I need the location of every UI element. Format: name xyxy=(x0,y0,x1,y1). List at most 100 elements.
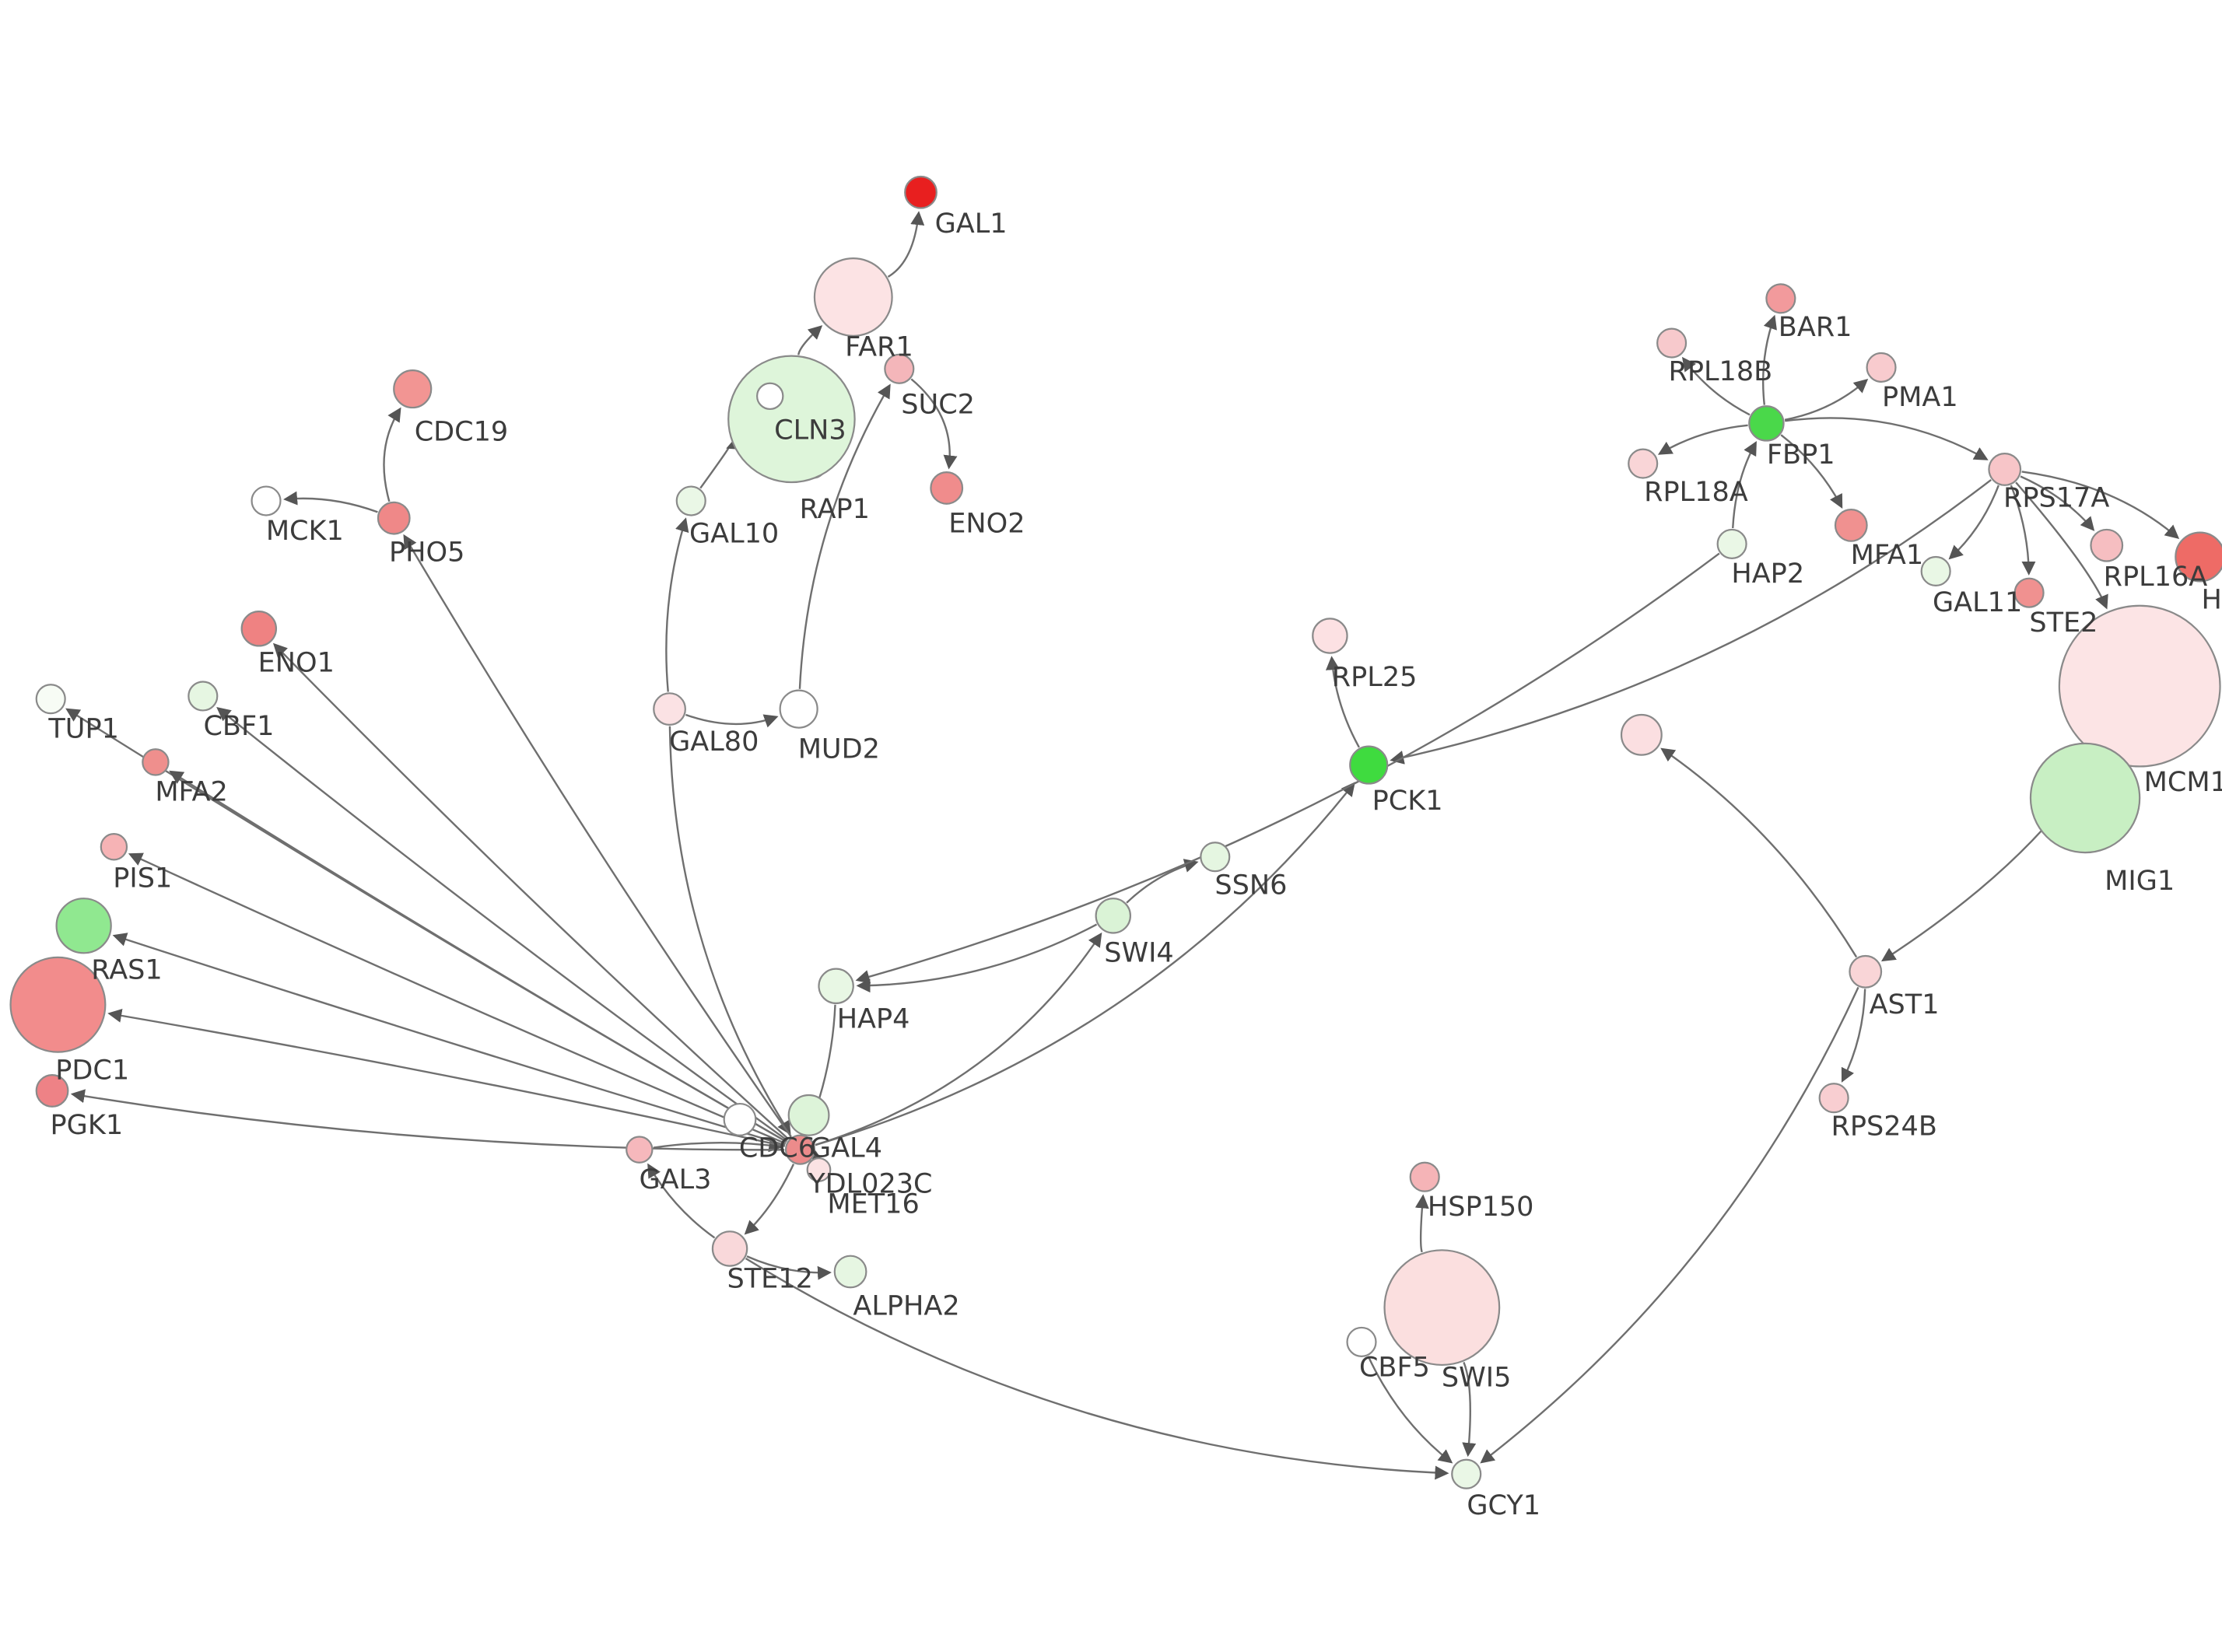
node-PMA1[interactable] xyxy=(1866,352,1897,383)
edge-HAP2-HAP4[interactable] xyxy=(855,552,1720,984)
node-GAL11[interactable] xyxy=(1920,555,1951,587)
node-CDC19[interactable] xyxy=(393,369,433,409)
node-GAL1[interactable] xyxy=(904,175,938,209)
edge-GAL80-GAL4[interactable] xyxy=(668,726,791,1136)
node-MCK1[interactable] xyxy=(251,485,282,516)
node-SUC2[interactable] xyxy=(884,353,915,384)
node-RPL18A[interactable] xyxy=(1628,448,1659,479)
edge-AST1-RPS24B[interactable] xyxy=(1841,989,1866,1083)
node-HAP2[interactable] xyxy=(1716,528,1747,559)
node-TUP1[interactable] xyxy=(35,684,66,715)
edge-GAL4-RAS1[interactable] xyxy=(112,933,786,1146)
edge-AST1-GCY1[interactable] xyxy=(1480,986,1859,1464)
edge-STE12-GAL3[interactable] xyxy=(647,1163,716,1239)
node-MET16[interactable] xyxy=(806,1157,832,1182)
node-RPL16A[interactable] xyxy=(2090,528,2124,562)
edge-RPS17A-HIS4[interactable] xyxy=(2021,471,2180,540)
node-SWI4[interactable] xyxy=(1095,898,1132,934)
edge-MUD2-SUC2[interactable] xyxy=(798,383,891,689)
node-PGK1[interactable] xyxy=(35,1074,69,1108)
node-SWI5[interactable] xyxy=(1383,1249,1501,1367)
edge-GAL80-GAL10[interactable] xyxy=(665,517,689,692)
edge-CLN3-FAR1[interactable] xyxy=(797,325,823,355)
edge-GAL4-MFA2[interactable] xyxy=(169,770,787,1143)
edge-FBP1-MFA1[interactable] xyxy=(1780,434,1843,509)
edge-RPS17A-GAL11[interactable] xyxy=(1948,485,1999,560)
node-UNK1[interactable] xyxy=(756,382,784,411)
edge-GAL4-PGK1[interactable] xyxy=(70,1089,785,1151)
edge-GAL3-GAL4[interactable] xyxy=(653,1138,783,1153)
edge-SWI5-HSP150[interactable] xyxy=(1414,1194,1429,1253)
node-AST1[interactable] xyxy=(1849,954,1883,989)
edge-HAP2-FBP1[interactable] xyxy=(1732,441,1757,529)
edge-SWI4-SSN6[interactable] xyxy=(1126,859,1199,904)
node-GAL10[interactable] xyxy=(675,485,706,516)
edge-SWI5-GCY1[interactable] xyxy=(1462,1361,1477,1458)
node-GAL4[interactable] xyxy=(784,1134,816,1165)
edge-FBP1-PMA1[interactable] xyxy=(1784,379,1869,421)
edge-CBF5-GCY1[interactable] xyxy=(1367,1356,1453,1464)
node-HIS4[interactable] xyxy=(2175,531,2222,583)
node-CDC6[interactable] xyxy=(723,1102,757,1136)
node-PCK1[interactable] xyxy=(1349,745,1389,785)
node-CBF1[interactable] xyxy=(188,681,219,712)
edge-GAL4-STE12[interactable] xyxy=(744,1164,795,1235)
node-PHO5[interactable] xyxy=(377,501,411,535)
node-SSN6[interactable] xyxy=(1200,842,1231,873)
edge-FBP1-BAR1[interactable] xyxy=(1761,314,1777,405)
edge-FBP1-RPL18A[interactable] xyxy=(1657,424,1748,455)
node-UNK2[interactable] xyxy=(1620,713,1663,756)
edge-FBP1-RPL18B[interactable] xyxy=(1681,356,1751,416)
edge-SUC2-ENO2[interactable] xyxy=(910,378,958,470)
node-RPS17A[interactable] xyxy=(1988,453,2022,486)
edge-SWI4-HAP4[interactable] xyxy=(856,923,1098,993)
node-FAR1[interactable] xyxy=(813,257,893,337)
edge-STE12-ALPHA2[interactable] xyxy=(746,1255,832,1280)
edge-FAR1-GAL1[interactable] xyxy=(887,211,925,278)
node-RAS1[interactable] xyxy=(55,898,112,954)
node-ENO2[interactable] xyxy=(930,471,964,505)
node-MUD2[interactable] xyxy=(779,689,818,729)
edge-PCK1-RPL25[interactable] xyxy=(1326,656,1360,748)
node-GAL3[interactable] xyxy=(626,1136,654,1164)
edge-RPS17A-PCK1[interactable] xyxy=(1390,478,1992,765)
node-HSP150[interactable] xyxy=(1409,1161,1440,1192)
node-STE2[interactable] xyxy=(2013,577,2045,608)
edge-GAL4-PIS1[interactable] xyxy=(128,852,787,1145)
edge-RPS17A-RPL16A[interactable] xyxy=(2020,475,2095,531)
node-MFA2[interactable] xyxy=(142,748,170,776)
node-RPL18B[interactable] xyxy=(1656,327,1688,359)
node-CBF5[interactable] xyxy=(1346,1326,1377,1357)
node-CLN3[interactable] xyxy=(727,355,856,484)
edge-FBP1-RPS17A[interactable] xyxy=(1785,417,1989,460)
edge-AST1-UNK2[interactable] xyxy=(1660,747,1858,958)
node-YDL023C[interactable] xyxy=(787,1094,830,1136)
node-PDC1[interactable] xyxy=(9,956,107,1053)
edge-GAL10-CLN3[interactable] xyxy=(699,436,742,489)
edge-GAL80-MUD2[interactable] xyxy=(685,713,779,728)
node-RPS24B[interactable] xyxy=(1818,1083,1849,1114)
edge-PHO5-CDC19[interactable] xyxy=(383,407,401,502)
edge-GAL4-ENO1[interactable] xyxy=(272,642,790,1140)
node-FBP1[interactable] xyxy=(1748,405,1785,442)
edge-RPS17A-STE2[interactable] xyxy=(2010,485,2036,576)
edge-GAL4-PHO5[interactable] xyxy=(403,534,792,1138)
node-HAP4[interactable] xyxy=(818,968,854,1005)
node-GCY1[interactable] xyxy=(1451,1458,1482,1489)
node-MIG1[interactable] xyxy=(2029,742,2141,854)
edge-STE12-GCY1[interactable] xyxy=(745,1257,1449,1480)
node-STE12[interactable] xyxy=(711,1230,748,1267)
node-PIS1[interactable] xyxy=(100,833,128,861)
edge-GAL4-PCK1[interactable] xyxy=(815,782,1355,1146)
node-ENO1[interactable] xyxy=(240,611,278,647)
node-RPL25[interactable] xyxy=(1312,618,1348,654)
edge-GAL4-SWI4[interactable] xyxy=(815,932,1102,1146)
node-BAR1[interactable] xyxy=(1765,283,1796,314)
edge-PHO5-MCK1[interactable] xyxy=(283,491,378,513)
node-MFA1[interactable] xyxy=(1834,508,1868,542)
edge-GAL4-CBF1[interactable] xyxy=(216,706,788,1142)
edge-RPS17A-MCM1[interactable] xyxy=(2015,481,2108,610)
node-MCM1[interactable] xyxy=(2058,604,2221,768)
node-ALPHA2[interactable] xyxy=(833,1255,867,1289)
edge-GAL4-PDC1[interactable] xyxy=(107,1008,785,1147)
